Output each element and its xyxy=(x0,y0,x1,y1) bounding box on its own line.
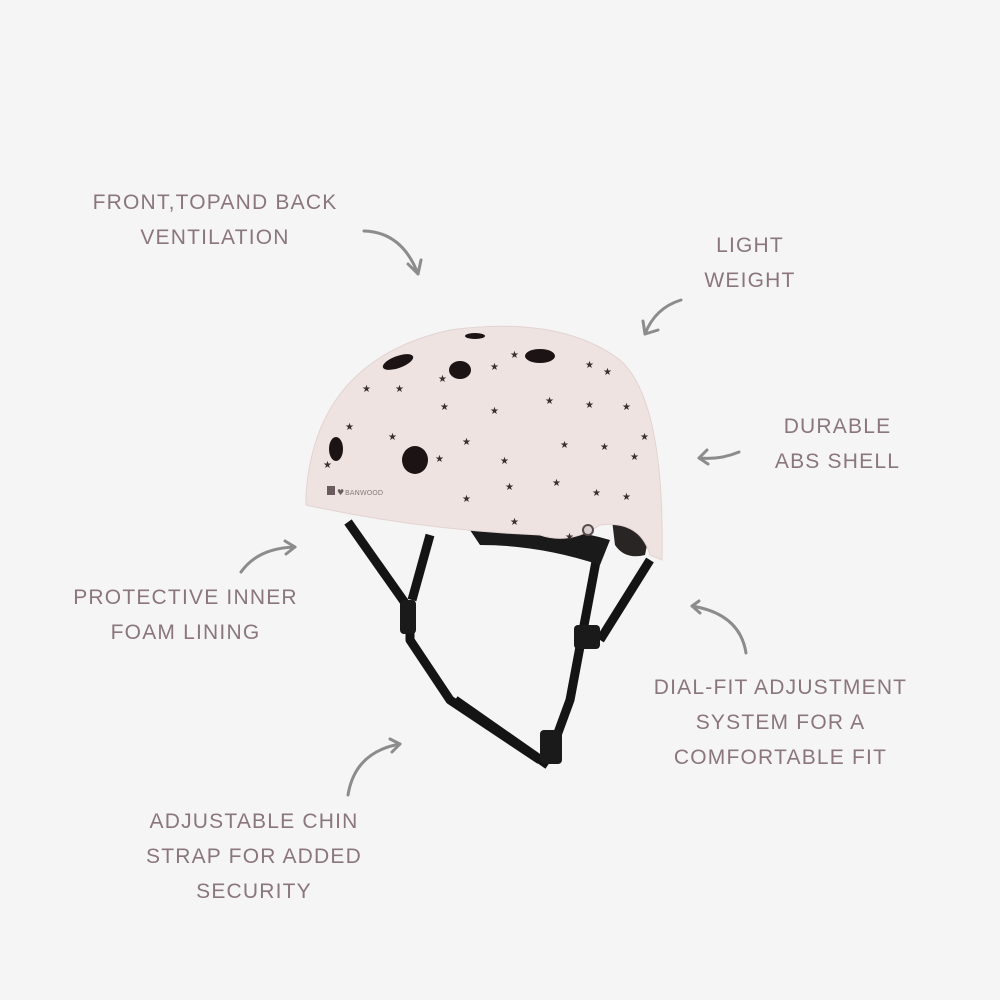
helmet-shell xyxy=(305,325,663,561)
svg-text:★: ★ xyxy=(585,400,594,411)
svg-text:★: ★ xyxy=(640,432,649,443)
svg-text:★: ★ xyxy=(462,437,471,448)
feature-text-line: ADJUSTABLE CHIN xyxy=(149,810,359,833)
svg-text:★: ★ xyxy=(560,440,569,451)
svg-text:★: ★ xyxy=(552,478,561,489)
feature-label-light-weight: LIGHT WEIGHT xyxy=(690,228,810,298)
svg-text:★: ★ xyxy=(585,360,594,371)
brand-text: BANWOOD xyxy=(345,489,383,497)
svg-text:★: ★ xyxy=(490,406,499,417)
svg-text:★: ★ xyxy=(603,367,612,378)
feature-text-line: ABS SHELL xyxy=(774,450,901,473)
svg-text:★: ★ xyxy=(395,384,404,395)
svg-text:★: ★ xyxy=(505,482,514,493)
feature-text-line: DIAL-FIT ADJUSTMENT xyxy=(653,676,908,699)
svg-text:★: ★ xyxy=(323,460,332,471)
feature-label-ventilation: FRONT,TOPAND BACK VENTILATION xyxy=(80,185,350,255)
svg-text:★: ★ xyxy=(345,422,354,433)
svg-text:★: ★ xyxy=(388,432,397,443)
feature-text-line: SYSTEM FOR A xyxy=(695,711,866,734)
svg-text:★: ★ xyxy=(438,374,447,385)
svg-text:★: ★ xyxy=(592,488,601,499)
svg-text:★: ★ xyxy=(440,402,449,413)
svg-text:★: ★ xyxy=(622,402,631,413)
feature-label-abs-shell: DURABLE ABS SHELL xyxy=(770,409,905,479)
feature-text-line: STRAP FOR ADDED xyxy=(146,845,362,868)
svg-text:★: ★ xyxy=(565,532,574,543)
svg-text:★: ★ xyxy=(600,442,609,453)
feature-text-line: PROTECTIVE INNER xyxy=(73,586,298,609)
feature-text-line: FOAM LINING xyxy=(110,621,261,644)
feature-text-line: LIGHT xyxy=(716,234,784,257)
helmet-image: ★ ★ ★ ★ ★ ★ ★ ★ ★ ★ ★ ★ ★ ★ ★ ★ ★ ★ ★ ★ ★ ★ ★ ★ ★ ★ ★ ★ ★ ♥… xyxy=(305,325,663,769)
feature-text-line: FRONT,TOPAND BACK xyxy=(92,191,338,214)
brand-logo-icon xyxy=(327,486,335,495)
svg-text:★: ★ xyxy=(490,362,499,373)
feature-label-foam-lining: PROTECTIVE INNER FOAM LINING xyxy=(68,580,303,650)
feature-text-line: COMFORTABLE FIT xyxy=(673,746,888,769)
svg-text:★: ★ xyxy=(500,456,509,467)
svg-text:♥: ♥ xyxy=(337,488,344,497)
svg-text:★: ★ xyxy=(545,396,554,407)
svg-text:★: ★ xyxy=(435,454,444,465)
svg-text:★: ★ xyxy=(462,494,471,505)
feature-label-chin-strap: ADJUSTABLE CHIN STRAP FOR ADDED SECURITY xyxy=(140,804,368,909)
svg-text:★: ★ xyxy=(622,492,631,503)
svg-text:★: ★ xyxy=(510,517,519,528)
feature-text-line: DURABLE xyxy=(783,415,892,438)
feature-text-line: SECURITY xyxy=(196,880,312,903)
feature-text-line: WEIGHT xyxy=(704,269,796,292)
svg-text:★: ★ xyxy=(362,384,371,395)
chin-strap xyxy=(344,519,654,769)
feature-label-dial-fit: DIAL-FIT ADJUSTMENT SYSTEM FOR A COMFORT… xyxy=(638,670,923,775)
svg-text:★: ★ xyxy=(510,350,519,361)
svg-text:★: ★ xyxy=(630,452,639,463)
feature-text-line: VENTILATION xyxy=(140,226,290,249)
